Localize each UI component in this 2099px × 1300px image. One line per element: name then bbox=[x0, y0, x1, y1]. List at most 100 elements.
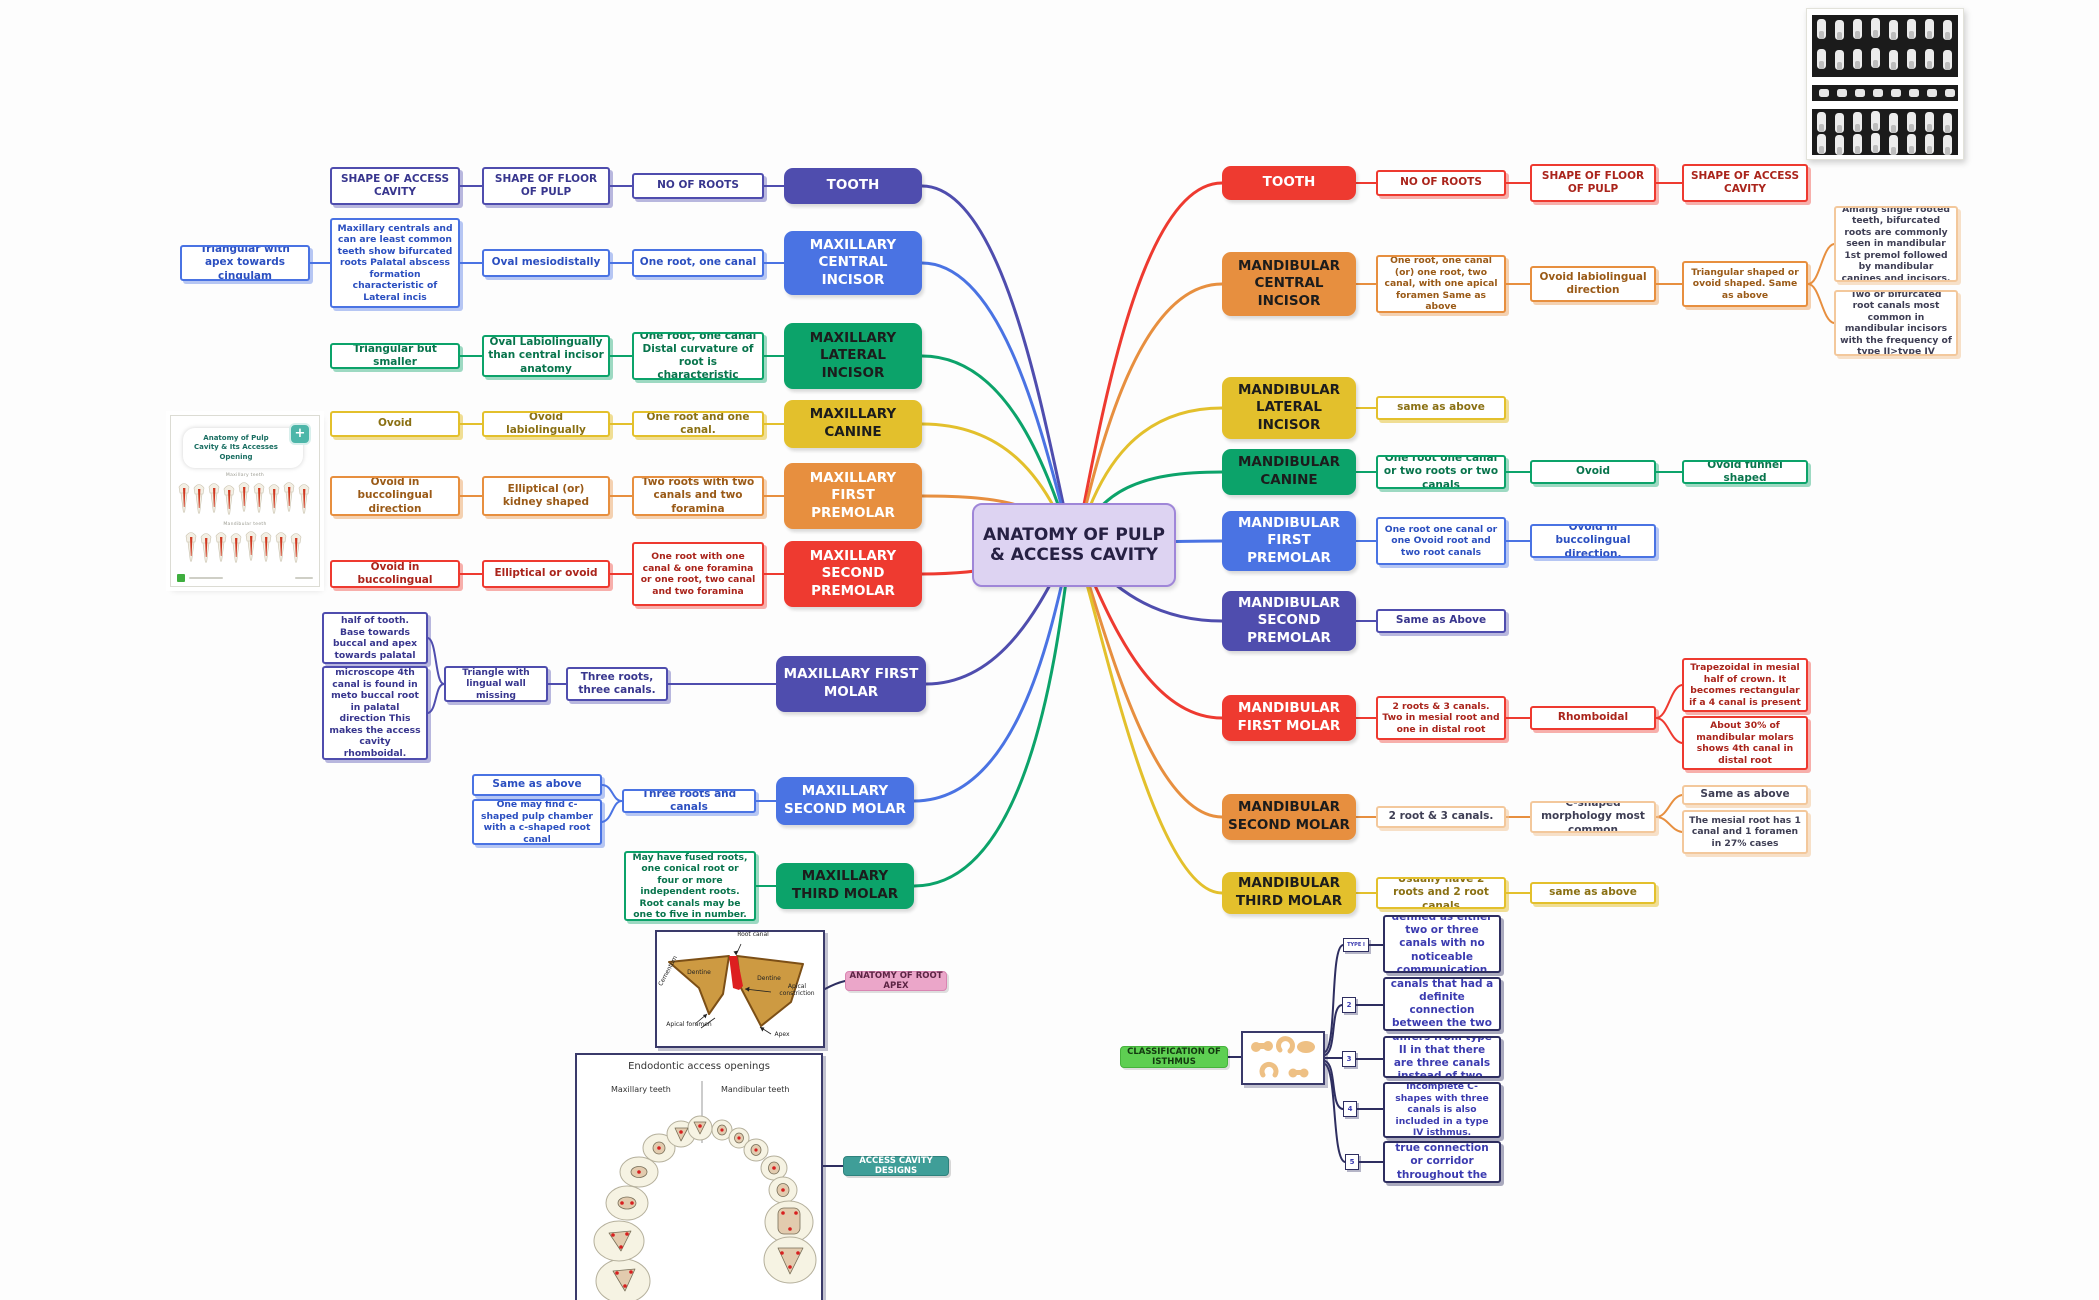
teeth-arch-drawing bbox=[593, 1081, 817, 1300]
mandibular-first-molar-note-1[interactable]: Trapezoidal in mesial half of crown. It … bbox=[1682, 658, 1808, 712]
access-cavity-designs-label[interactable]: ACCESS CAVITY DESIGNS bbox=[843, 1156, 949, 1176]
mandibular-first-molar-floor[interactable]: Rhomboidal bbox=[1530, 706, 1656, 730]
isthmus-type-5-tag[interactable]: 5 bbox=[1345, 1154, 1359, 1170]
dentine-right-caption: Dentine bbox=[757, 975, 781, 982]
poster-row1-caption: Maxillary teeth bbox=[225, 473, 265, 479]
isthmus-type-3-text[interactable]: differs from type II in that there are t… bbox=[1383, 1036, 1501, 1078]
maxillary-second-premolar-access[interactable]: Ovoid in buccolingual bbox=[330, 560, 460, 588]
isthmus-type-2-tag[interactable]: 2 bbox=[1342, 997, 1356, 1013]
maxillary-lateral-incisor-roots[interactable]: One root, one canal Distal curvature of … bbox=[632, 332, 764, 380]
maxillary-col-access[interactable]: SHAPE OF ACCESS CAVITY bbox=[330, 167, 460, 205]
mandibular-second-molar-note-2[interactable]: The mesial root has 1 canal and 1 forame… bbox=[1682, 810, 1808, 854]
mandibular-col-floor[interactable]: SHAPE OF FLOOR OF PULP bbox=[1530, 164, 1656, 202]
maxillary-canine-roots[interactable]: One root and one canal. bbox=[632, 411, 764, 437]
maxillary-first-molar-floor[interactable]: Triangle with lingual wall missing bbox=[444, 666, 548, 702]
mandibular-central-incisor-note-2[interactable]: Two or bifurcated root canals most commo… bbox=[1834, 290, 1958, 356]
isthmus-type-1-tag[interactable]: TYPE I bbox=[1343, 938, 1369, 952]
isthmus-type-3-tag[interactable]: 3 bbox=[1342, 1051, 1356, 1067]
isthmus-type-2-text[interactable]: defined as two canals that had a definit… bbox=[1383, 977, 1501, 1031]
poster-maxillary-teeth-row bbox=[178, 482, 310, 516]
mandibular-central-incisor-roots[interactable]: One root, one canal (or) one root, two c… bbox=[1376, 255, 1506, 313]
mandibular-second-molar-roots[interactable]: 2 root & 3 canals. bbox=[1376, 806, 1506, 828]
maxillary-first-molar-note-1[interactable]: Triangle in mesial half of tooth. Base t… bbox=[322, 612, 428, 664]
mandibular-col-access[interactable]: SHAPE OF ACCESS CAVITY bbox=[1682, 164, 1808, 202]
topic-maxillary-third-molar[interactable]: MAXILLARY THIRD MOLAR bbox=[776, 863, 914, 909]
topic-maxillary-second-premolar[interactable]: MAXILLARY SECOND PREMOLAR bbox=[784, 541, 922, 607]
mandibular-col-roots[interactable]: NO OF ROOTS bbox=[1376, 170, 1506, 196]
topic-maxillary-first-molar[interactable]: MAXILLARY FIRST MOLAR bbox=[776, 656, 926, 712]
maxillary-second-premolar-floor[interactable]: Elliptical or ovoid bbox=[482, 560, 610, 588]
maxillary-col-roots[interactable]: NO OF ROOTS bbox=[632, 173, 764, 199]
topic-maxillary-first-premolar[interactable]: MAXILLARY FIRST PREMOLAR bbox=[784, 463, 922, 529]
poster-footer bbox=[177, 574, 313, 582]
maxillary-second-molar-note-2[interactable]: One may find c-shaped pulp chamber with … bbox=[472, 799, 602, 845]
mandibular-central-incisor-floor[interactable]: Ovoid labiolingual direction bbox=[1530, 266, 1656, 302]
mandibular-second-molar-floor[interactable]: C-shaped morphology most common bbox=[1530, 801, 1656, 833]
maxillary-central-incisor-note[interactable]: Triangular with apex towards cingulam bbox=[180, 245, 310, 281]
isthmus-type-4-text[interactable]: Incomplete C-shapes with three canals is… bbox=[1383, 1082, 1501, 1138]
maxillary-central-incisor-access[interactable]: Maxillary centrals and can are least com… bbox=[330, 218, 460, 308]
isthmus-type-5-text[interactable]: identified as a true connection or corri… bbox=[1383, 1141, 1501, 1183]
maxillary-lateral-incisor-access[interactable]: Triangular but smaller bbox=[330, 343, 460, 369]
maxillary-third-molar-roots[interactable]: May have fused roots, one conical root o… bbox=[624, 851, 756, 921]
maxillary-second-premolar-roots[interactable]: One root with one canal & one foramina o… bbox=[632, 542, 764, 606]
maxillary-first-molar-note-2[interactable]: Usually (80% by microscope 4th canal is … bbox=[322, 666, 428, 760]
maxillary-canine-floor[interactable]: Ovoid labiolingually bbox=[482, 411, 610, 437]
mandibular-second-premolar-roots[interactable]: Same as Above bbox=[1376, 609, 1506, 633]
mandibular-central-incisor-access[interactable]: Triangular shaped or ovoid shaped. Same … bbox=[1682, 261, 1808, 307]
topic-mandibular-lateral-incisor[interactable]: MANDIBULAR LATERAL INCISOR bbox=[1222, 377, 1356, 439]
topic-maxillary-lateral-incisor[interactable]: MAXILLARY LATERAL INCISOR bbox=[784, 323, 922, 389]
topic-mandibular-first-premolar[interactable]: MANDIBULAR FIRST PREMOLAR bbox=[1222, 511, 1356, 571]
mandibular-first-molar-note-2[interactable]: About 30% of mandibular molars shows 4th… bbox=[1682, 716, 1808, 770]
maxillary-first-premolar-access[interactable]: Ovoid in buccolingual direction bbox=[330, 476, 460, 516]
poster-mandibular-teeth-row bbox=[185, 531, 302, 564]
topic-mandibular-second-premolar[interactable]: MANDIBULAR SECOND PREMOLAR bbox=[1222, 591, 1356, 651]
isthmus-type-4-tag[interactable]: 4 bbox=[1343, 1101, 1357, 1117]
topic-mandibular-canine[interactable]: MANDIBULAR CANINE bbox=[1222, 449, 1356, 495]
mandibular-central-incisor-note-1[interactable]: Amang single rooted teeth, bifurcated ro… bbox=[1834, 206, 1958, 282]
maxillary-col-floor[interactable]: SHAPE OF FLOOR OF PULP bbox=[482, 167, 610, 205]
maxillary-first-premolar-floor[interactable]: Elliptical (or) kidney shaped bbox=[482, 476, 610, 516]
topic-maxillary-canine[interactable]: MAXILLARY CANINE bbox=[784, 400, 922, 448]
maxillary-central-incisor-floor[interactable]: Oval mesiodistally bbox=[482, 249, 610, 277]
isthmus-label[interactable]: CLASSIFICATION OF ISTHMUS bbox=[1120, 1046, 1228, 1068]
mandibular-canine-access[interactable]: Ovoid funnel shaped bbox=[1682, 460, 1808, 484]
tooth-radiograph-chart-image[interactable] bbox=[1806, 8, 1964, 160]
topic-maxillary-tooth[interactable]: TOOTH bbox=[784, 168, 922, 204]
mandibular-lateral-incisor-roots[interactable]: same as above bbox=[1376, 396, 1506, 420]
isthmus-shapes bbox=[1251, 1036, 1315, 1078]
pulp-cavity-poster-image[interactable]: Anatomy of Pulp Cavity & Its Accesses Op… bbox=[170, 415, 320, 587]
maxillary-first-premolar-roots[interactable]: Two roots with two canals and two forami… bbox=[632, 476, 764, 516]
mandibular-second-molar-note-1[interactable]: Same as above bbox=[1682, 785, 1808, 805]
isthmus-cross-sections-image[interactable] bbox=[1241, 1031, 1325, 1085]
root-apex-label[interactable]: ANATOMY OF ROOT APEX bbox=[845, 971, 947, 991]
access-openings-image[interactable]: Endodontic access openings Maxillary tee… bbox=[575, 1053, 823, 1300]
topic-mandibular-central-incisor[interactable]: MANDIBULAR CENTRAL INCISOR bbox=[1222, 252, 1356, 316]
maxillary-canine-access[interactable]: Ovoid bbox=[330, 411, 460, 437]
maxillary-first-molar-roots[interactable]: Three roots, three canals. bbox=[566, 667, 668, 701]
mandibular-third-molar-floor[interactable]: same as above bbox=[1530, 882, 1656, 904]
isthmus-type-1-text[interactable]: defined as either two or three canals wi… bbox=[1383, 915, 1501, 973]
central-topic[interactable]: ANATOMY OF PULP & ACCESS CAVITY bbox=[972, 503, 1176, 587]
topic-mandibular-first-molar[interactable]: MANDIBULAR FIRST MOLAR bbox=[1222, 695, 1356, 741]
topic-maxillary-second-molar[interactable]: MAXILLARY SECOND MOLAR bbox=[776, 777, 914, 825]
topic-mandibular-third-molar[interactable]: MANDIBULAR THIRD MOLAR bbox=[1222, 872, 1356, 914]
mandibular-third-molar-roots[interactable]: Usually have 2 roots and 2 root canals bbox=[1376, 877, 1506, 909]
poster-footer-line bbox=[189, 577, 223, 579]
maxillary-second-molar-roots[interactable]: Three roots and canals bbox=[622, 789, 756, 813]
maxillary-lateral-incisor-floor[interactable]: Oval Labiolingually than central incisor… bbox=[482, 335, 610, 377]
mandibular-first-molar-roots[interactable]: 2 roots & 3 canals. Two in mesial root a… bbox=[1376, 696, 1506, 740]
maxillary-second-molar-note-1[interactable]: Same as above bbox=[472, 774, 602, 796]
apex-caption: Apex bbox=[774, 1031, 790, 1038]
mandibular-canine-roots[interactable]: One root one canal or two roots or two c… bbox=[1376, 455, 1506, 489]
access-openings-title: Endodontic access openings bbox=[628, 1061, 770, 1072]
topic-mandibular-second-molar[interactable]: MANDIBULAR SECOND MOLAR bbox=[1222, 794, 1356, 840]
maxillary-central-incisor-roots[interactable]: One root, one canal bbox=[632, 249, 764, 277]
mandibular-canine-floor[interactable]: Ovoid bbox=[1530, 460, 1656, 484]
topic-maxillary-central-incisor[interactable]: MAXILLARY CENTRAL INCISOR bbox=[784, 231, 922, 295]
mandibular-first-premolar-roots[interactable]: One root one canal or one Ovoid root and… bbox=[1376, 517, 1506, 565]
root-apex-image[interactable]: Root canal Cementum Dentine Dentine Apic… bbox=[655, 930, 825, 1048]
mandibular-first-premolar-floor[interactable]: Ovoid in buccolingual direction. bbox=[1530, 524, 1656, 558]
topic-mandibular-tooth[interactable]: TOOTH bbox=[1222, 166, 1356, 200]
